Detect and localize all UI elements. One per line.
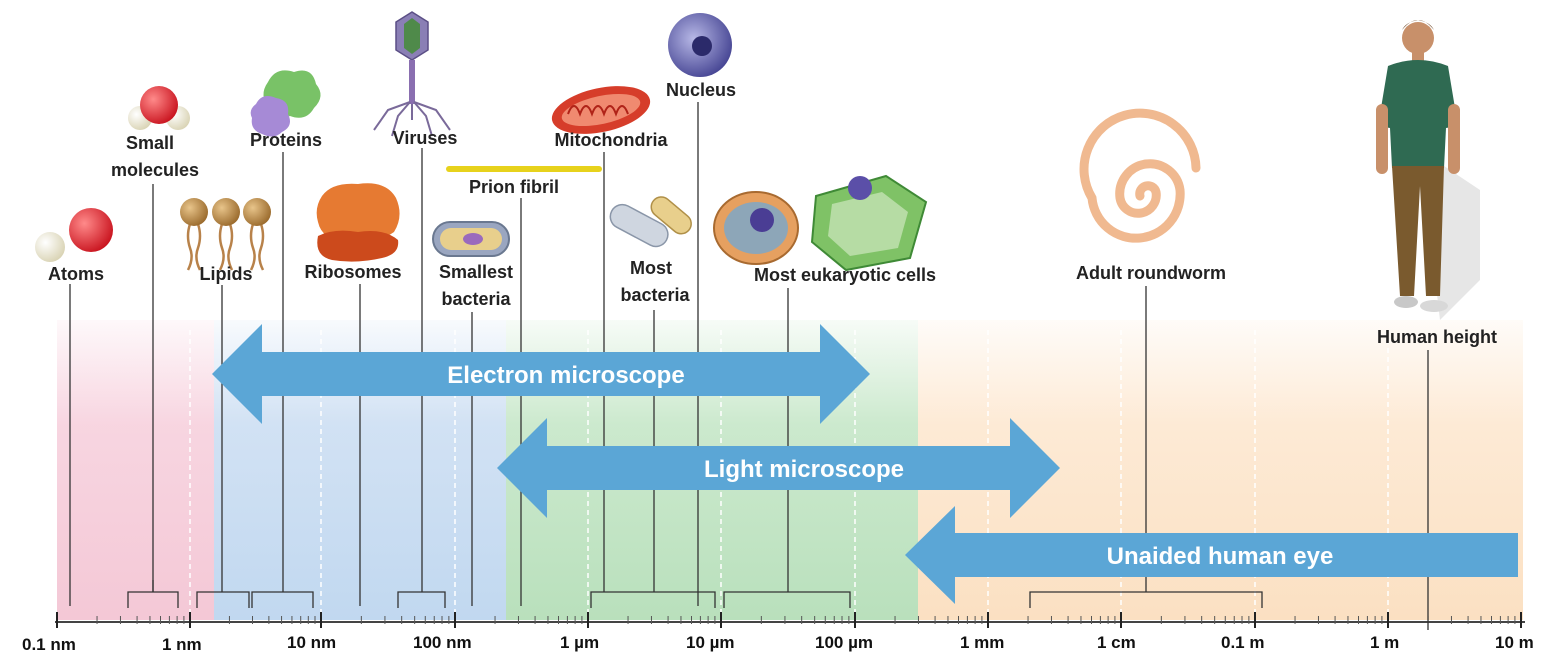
bracket-lipids (196, 591, 250, 608)
label-atoms: Atoms (48, 264, 104, 284)
tick-label-0-1m: 0.1 m (1221, 633, 1264, 652)
bracket-most-bacteria (590, 591, 716, 608)
label-mitochondria: Mitochondria (555, 130, 669, 150)
label-adult-roundworm: Adult roundworm (1076, 263, 1226, 283)
unaided-human-eye-label: Unaided human eye (1107, 543, 1334, 570)
range-arrows: Electron microscope Light microscope Una… (212, 324, 1518, 604)
tick-label-1m: 1 m (1370, 633, 1399, 652)
label-ribosomes: Ribosomes (304, 262, 401, 282)
unaided-human-eye-arrow (905, 506, 1518, 604)
atoms-illustration (35, 208, 113, 262)
label-small-molecules-2: molecules (111, 160, 199, 180)
label-lipids: Lipids (200, 264, 253, 284)
tick-label-1nm: 1 nm (162, 635, 202, 654)
label-prion-fibril: Prion fibril (469, 177, 559, 197)
label-smallest-bacteria-2: bacteria (441, 289, 511, 309)
electron-microscope-arrow (212, 324, 870, 424)
label-small-molecules-1: Small (126, 133, 174, 153)
tick-label-100um: 100 µm (815, 633, 873, 652)
proteins-illustration (250, 70, 321, 137)
scale-axis (55, 612, 1525, 628)
label-most-bacteria-1: Most (630, 258, 672, 278)
most-bacteria-illustration (609, 196, 692, 248)
tick-label-1um: 1 µm (560, 633, 599, 652)
zone-pink (57, 320, 214, 620)
human-illustration (1376, 20, 1480, 320)
object-labels: Atoms Small molecules Lipids Proteins Ri… (48, 80, 1497, 347)
prion-fibril-illustration (446, 166, 602, 172)
light-microscope-arrow (497, 418, 1060, 518)
tick-label-1cm: 1 cm (1097, 633, 1136, 652)
label-proteins: Proteins (250, 130, 322, 150)
label-smallest-bacteria-1: Smallest (439, 262, 513, 282)
tick-label-1mm: 1 mm (960, 633, 1004, 652)
nucleus-illustration (668, 13, 732, 77)
tick-label-100nm: 100 nm (413, 633, 472, 652)
tick-label-10m: 10 m (1495, 633, 1534, 652)
small-molecule-illustration (128, 86, 190, 130)
smallest-bacteria-illustration (432, 221, 510, 257)
mitochondria-illustration (551, 86, 651, 134)
label-most-eukaryotic-cells: Most eukaryotic cells (754, 265, 936, 285)
light-microscope-label: Light microscope (704, 456, 904, 483)
tick-label-0-1nm: 0.1 nm (22, 635, 76, 654)
label-nucleus: Nucleus (666, 80, 736, 100)
label-viruses: Viruses (393, 128, 458, 148)
tick-label-10nm: 10 nm (287, 633, 336, 652)
scale-tick-labels: 0.1 nm 1 nm 10 nm 100 nm 1 µm 10 µm 100 … (22, 633, 1534, 654)
roundworm-illustration (1079, 108, 1201, 243)
illustrations (35, 11, 1480, 320)
virus-illustration (373, 11, 451, 137)
electron-microscope-label: Electron microscope (447, 362, 684, 389)
eukaryotic-cells-illustration (713, 174, 928, 272)
label-most-bacteria-2: bacteria (620, 285, 690, 305)
ribosomes-illustration (316, 183, 400, 262)
bracket-eukaryotic-cells (723, 591, 851, 608)
lipids-illustration (180, 198, 271, 271)
label-human-height: Human height (1377, 327, 1497, 347)
tick-label-10um: 10 µm (686, 633, 735, 652)
